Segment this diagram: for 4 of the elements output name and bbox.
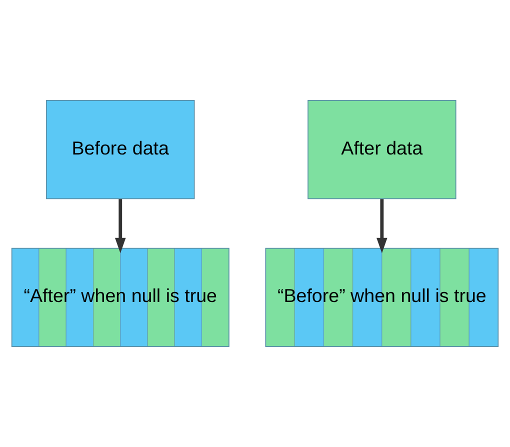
arrow <box>114 199 126 254</box>
node-box: After data <box>308 100 456 200</box>
arrow <box>376 199 388 254</box>
node-box: Before data <box>46 100 195 200</box>
